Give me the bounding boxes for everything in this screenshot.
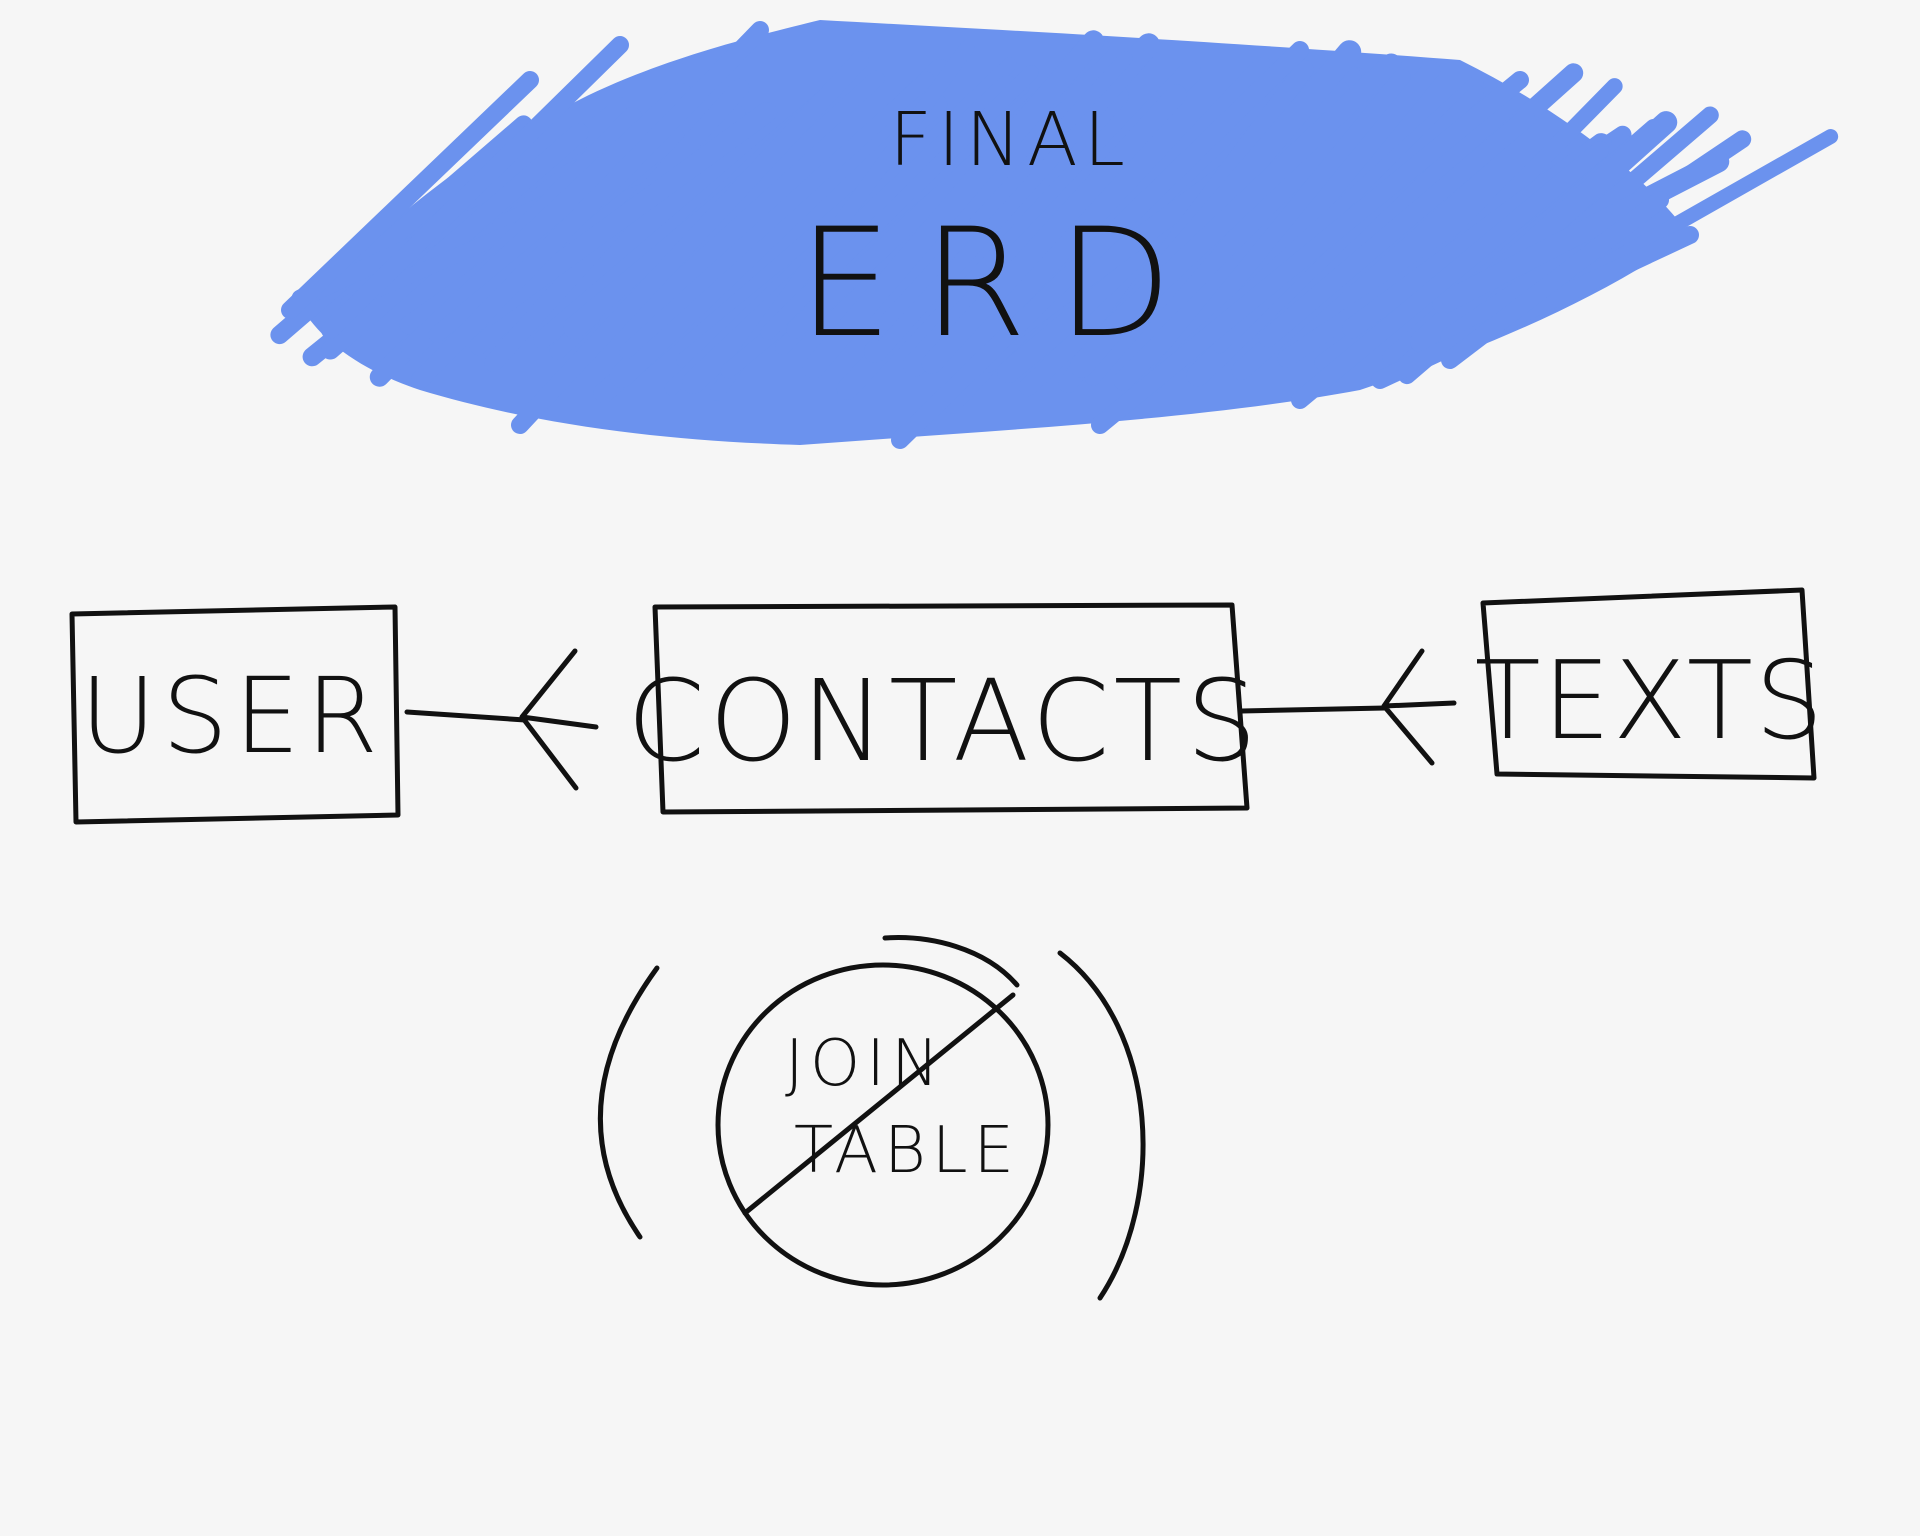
scribble-stroke	[866, 51, 1133, 343]
scribble-stroke	[864, 33, 1160, 363]
scribble-edge-stroke	[891, 41, 1309, 449]
no-join-table: JOIN TABLE	[597, 935, 1146, 1301]
scribble-stroke	[270, 115, 533, 345]
entity-user: USER	[69, 604, 401, 825]
strike-through-slash	[742, 992, 1016, 1216]
scribble-edge-stroke	[281, 71, 539, 319]
entity-texts-label: TEXTS	[1475, 639, 1826, 764]
scribble-edge-stroke	[1441, 191, 1669, 369]
entity-user-label: USER	[80, 655, 384, 777]
right-parenthesis	[1057, 950, 1146, 1301]
scribble-stroke	[681, 75, 1019, 394]
scribble-stroke	[400, 82, 693, 360]
title: FINAL ERD	[798, 97, 1203, 371]
title-highlight-scribble	[270, 20, 1839, 449]
scribble-stroke	[921, 84, 1187, 374]
title-line-erd: ERD	[798, 197, 1203, 371]
relationship-user-contacts-line	[404, 709, 528, 723]
join-table-label-line1: JOIN	[785, 1027, 945, 1101]
scribble-stroke	[1432, 150, 1730, 315]
entity-contacts-box	[652, 602, 1250, 815]
scribble-stroke	[1104, 53, 1402, 336]
join-table-circle	[715, 962, 1051, 1288]
entity-texts-box	[1480, 587, 1817, 781]
scribble-stroke	[320, 123, 589, 360]
relationship-user-contacts	[404, 648, 599, 791]
relationship-contacts-texts-line	[1239, 705, 1388, 714]
scribble-stroke	[802, 30, 1105, 379]
join-table-label-line2: TABLE	[794, 1114, 1020, 1188]
relationship-contacts-texts	[1239, 648, 1457, 766]
entity-texts: TEXTS	[1475, 587, 1826, 781]
scribble-stroke	[618, 71, 935, 359]
left-parenthesis	[597, 965, 660, 1240]
entity-user-box	[69, 604, 401, 825]
crows-foot-texts-icon	[1381, 648, 1457, 766]
scribble-edge-stroke	[1091, 71, 1529, 434]
scribble-stroke	[760, 65, 1039, 340]
scribble-edge-stroke	[511, 51, 869, 434]
scribble-edge-stroke	[1291, 141, 1609, 409]
scribble-stroke	[477, 101, 778, 327]
entity-contacts-label: CONTACTS	[627, 657, 1261, 787]
scribble-edge-stroke	[411, 21, 769, 389]
circle-overlap-stroke	[882, 935, 1020, 988]
scribble-stroke	[1258, 108, 1536, 348]
scribble-edge-stroke	[1371, 226, 1699, 389]
entity-contacts: CONTACTS	[627, 602, 1261, 815]
scribble-edge-stroke	[321, 36, 629, 339]
crows-foot-contacts-icon	[519, 648, 599, 791]
title-line-final: FINAL	[889, 97, 1131, 183]
